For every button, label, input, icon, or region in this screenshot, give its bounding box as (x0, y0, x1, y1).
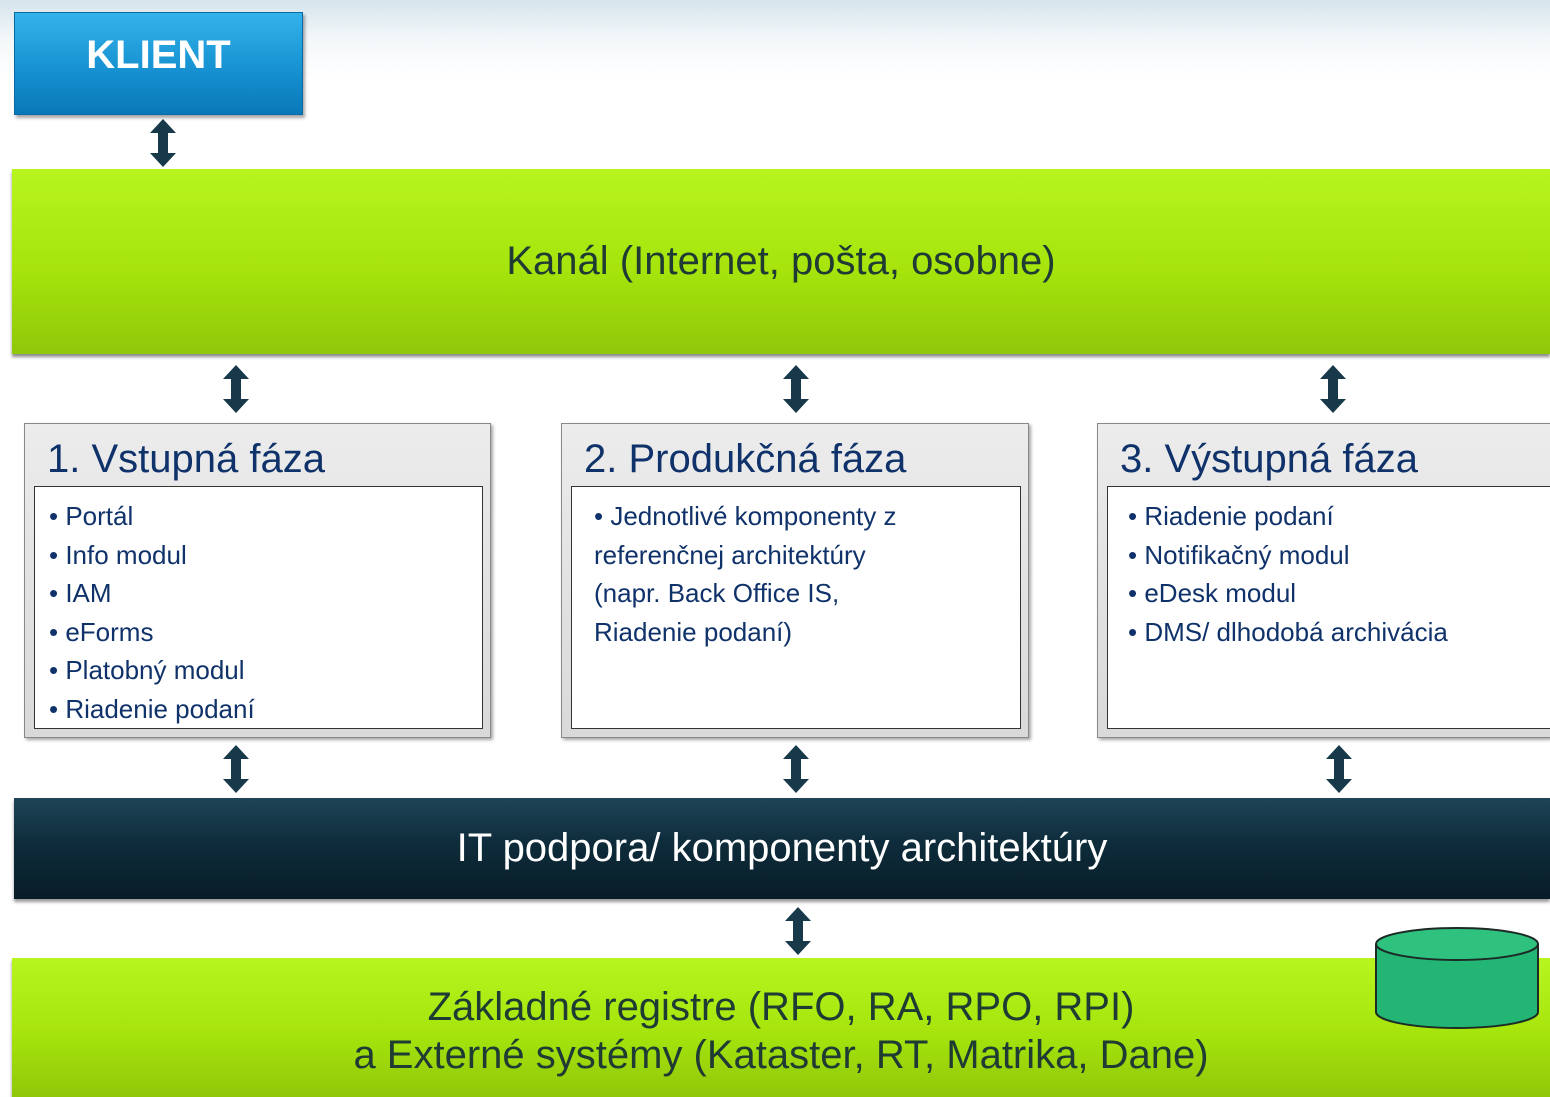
registers-line: a Externé systémy (Kataster, RT, Matrika… (353, 1032, 1209, 1077)
text-line: Riadenie podaní) (594, 616, 793, 647)
phase-item-list: Riadenie podaní Notifikačný modul eDesk … (1128, 497, 1550, 651)
list-item: IAM (49, 574, 482, 613)
double-vertical-arrow-icon (785, 907, 811, 955)
double-vertical-arrow-icon (783, 365, 809, 413)
phase-content: Portál Info modul IAM eForms Platobný mo… (34, 486, 483, 729)
list-item: Notifikačný modul (1128, 536, 1550, 575)
double-vertical-arrow-icon (1326, 745, 1352, 793)
double-vertical-arrow-icon (150, 119, 176, 167)
phase-box-output: 3. Výstupná fáza Riadenie podaní Notifik… (1097, 423, 1550, 738)
database-cylinder-icon (1375, 927, 1539, 1029)
client-label: KLIENT (86, 33, 231, 77)
phase-box-input: 1. Vstupná fáza Portál Info modul IAM eF… (24, 423, 491, 738)
phase-content: • Jednotlivé komponenty z referenčnej ar… (571, 486, 1021, 729)
double-vertical-arrow-icon (223, 745, 249, 793)
phase-item-list: Portál Info modul IAM eForms Platobný mo… (49, 497, 482, 728)
text-line-content: Jednotlivé komponenty z (610, 501, 897, 531)
phase-box-production: 2. Produkčná fáza • Jednotlivé komponent… (561, 423, 1029, 738)
list-item: Portál (49, 497, 482, 536)
text-line: referenčnej architektúry (594, 539, 866, 570)
channel-label: Kanál (Internet, pošta, osobne) (506, 239, 1056, 283)
text-line: • Jednotlivé komponenty z (594, 501, 897, 531)
client-box: KLIENT (14, 12, 303, 115)
phase-text-block: • Jednotlivé komponenty z referenčnej ar… (594, 497, 1020, 651)
phase-title: 1. Vstupná fáza (47, 437, 325, 481)
list-item: Info modul (49, 536, 482, 575)
double-vertical-arrow-icon (223, 365, 249, 413)
registers-band: Základné registre (RFO, RA, RPO, RPI) a … (12, 958, 1550, 1097)
phase-title: 2. Produkčná fáza (584, 437, 907, 481)
it-support-label: IT podpora/ komponenty architektúry (456, 826, 1108, 870)
it-support-band: IT podpora/ komponenty architektúry (14, 798, 1550, 899)
double-vertical-arrow-icon (783, 745, 809, 793)
list-item: eForms (49, 613, 482, 652)
phase-content: Riadenie podaní Notifikačný modul eDesk … (1107, 486, 1550, 729)
phase-title: 3. Výstupná fáza (1120, 437, 1418, 481)
list-item: Riadenie podaní (49, 690, 482, 729)
list-item: Platobný modul (49, 651, 482, 690)
list-item: DMS/ dlhodobá archivácia (1128, 613, 1550, 652)
list-item: eDesk modul (1128, 574, 1550, 613)
double-vertical-arrow-icon (1320, 365, 1346, 413)
list-item: Riadenie podaní (1128, 497, 1550, 536)
registers-line: Základné registre (RFO, RA, RPO, RPI) (427, 984, 1135, 1029)
channel-band: Kanál (Internet, pošta, osobne) (12, 169, 1550, 354)
text-line: (napr. Back Office IS, (594, 578, 840, 608)
